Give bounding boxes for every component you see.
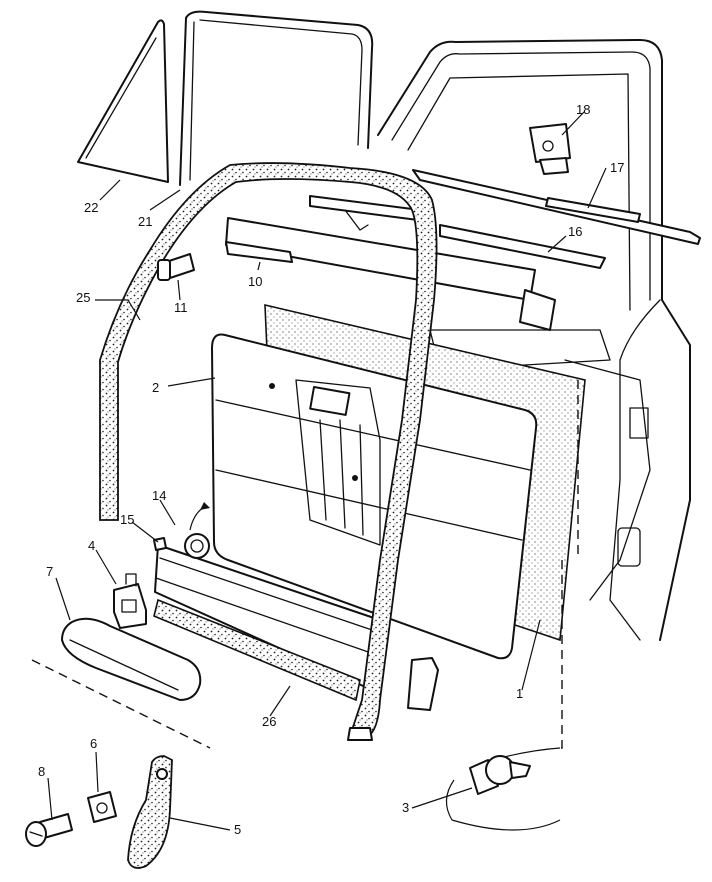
callout-10: 10 [248, 274, 262, 289]
plug-14 [184, 502, 210, 559]
callout-21: 21 [138, 214, 152, 229]
trim-panel-2 [211, 333, 538, 660]
callout-14: 14 [152, 488, 166, 503]
screw-11 [157, 253, 195, 281]
door-glass-21 [179, 10, 374, 186]
callout-4: 4 [88, 538, 95, 553]
bracket-18 [529, 123, 571, 175]
leader-lines [47, 111, 607, 831]
callout-18: 18 [576, 102, 590, 117]
quarter-glass-22 [77, 19, 169, 183]
screw-8 [25, 813, 73, 847]
square-nut-6 [87, 791, 117, 823]
callout-5: 5 [234, 822, 241, 837]
callout-6: 6 [90, 736, 97, 751]
trim-strip-15 [153, 537, 381, 691]
armrest-7 [61, 617, 202, 701]
lock-recess [629, 407, 649, 439]
push-clip-3 [445, 755, 561, 831]
weatherstrip-17 [545, 197, 641, 223]
bottom-trim-piece [407, 657, 439, 711]
callout-26: 26 [262, 714, 276, 729]
callout-17: 17 [610, 160, 624, 175]
door-shell [377, 39, 691, 641]
callout-16: 16 [568, 224, 582, 239]
callout-8: 8 [38, 764, 45, 779]
callout-7: 7 [46, 564, 53, 579]
callouts: 22 21 25 11 10 18 17 16 2 14 15 4 7 26 1… [38, 102, 624, 837]
callout-22: 22 [84, 200, 98, 215]
inner-rail-10 [225, 195, 556, 331]
callout-11: 11 [174, 300, 188, 315]
callout-25: 25 [76, 290, 90, 305]
door-seal-26 [153, 598, 361, 702]
frame-seal-25 [99, 162, 438, 741]
callout-3: 3 [402, 800, 409, 815]
window-channel-16 [412, 169, 701, 269]
clip-4 [113, 573, 147, 629]
callout-2: 2 [152, 380, 159, 395]
callout-1: 1 [516, 686, 523, 701]
door-handle-recess [617, 527, 641, 567]
callout-15: 15 [120, 512, 134, 527]
pull-strap-5 [127, 755, 173, 869]
